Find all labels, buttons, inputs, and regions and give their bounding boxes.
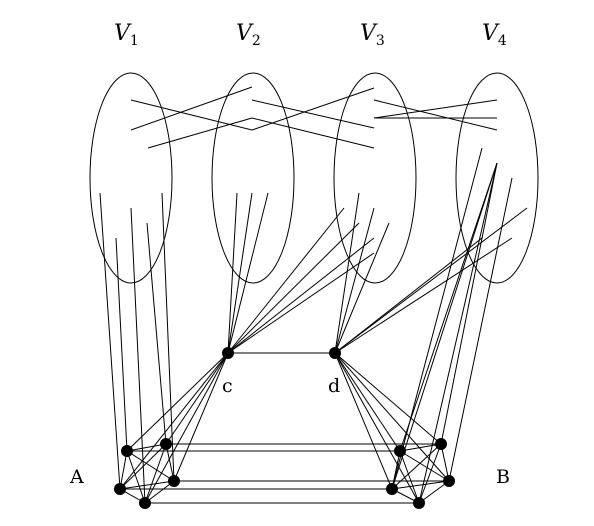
v2-to-c-edges: [227, 192, 269, 354]
v1-to-a-edges: [99, 192, 175, 504]
node-b1: [394, 445, 406, 457]
label-d: d: [328, 375, 340, 397]
set-v2-ellipse: [211, 72, 295, 284]
v4-to-b-edges: [391, 147, 513, 504]
label-v3: V3: [360, 21, 385, 49]
d-to-b-edges: [334, 352, 450, 504]
node-b4: [413, 497, 425, 509]
label-v2: V2: [236, 21, 261, 49]
node-b5: [443, 475, 455, 487]
node-a2: [160, 438, 172, 450]
label-c: c: [222, 375, 233, 397]
node-d: [329, 347, 341, 359]
v4-to-d-edges: [334, 207, 528, 354]
v3-to-d-edges: [334, 192, 390, 354]
a-to-b-edges: [120, 443, 449, 504]
label-v4: V4: [482, 21, 507, 49]
set-v1-ellipse: [89, 72, 173, 284]
label-b: B: [496, 466, 510, 488]
set-v3-ellipse: [333, 72, 417, 284]
v3-to-c-edges: [227, 207, 375, 354]
inter-set-edges: [130, 86, 498, 149]
node-a4: [139, 497, 151, 509]
node-a1: [121, 445, 133, 457]
node-a3: [114, 483, 126, 495]
set-v4-ellipse: [455, 72, 539, 284]
c-to-a-edges: [119, 352, 229, 504]
label-v1: V1: [114, 21, 139, 49]
node-c: [222, 347, 234, 359]
label-a: A: [69, 466, 84, 488]
node-b3: [386, 483, 398, 495]
a-cluster-edges: [119, 443, 175, 504]
node-b2: [435, 438, 447, 450]
node-a5: [168, 475, 180, 487]
